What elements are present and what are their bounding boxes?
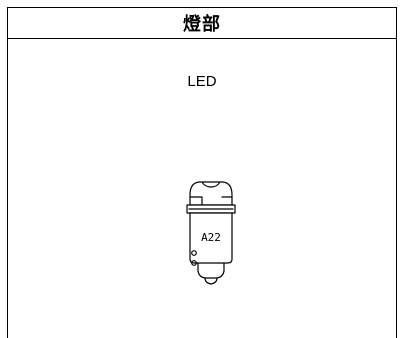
part-code-label: A22 bbox=[201, 231, 221, 244]
section-header: 燈部 bbox=[8, 8, 396, 39]
lamp-section-panel: 燈部 LED A22 bbox=[7, 7, 397, 338]
section-title: 燈部 bbox=[183, 14, 221, 35]
led-bulb-icon: A22 bbox=[186, 181, 236, 285]
item-label: LED bbox=[187, 73, 217, 90]
